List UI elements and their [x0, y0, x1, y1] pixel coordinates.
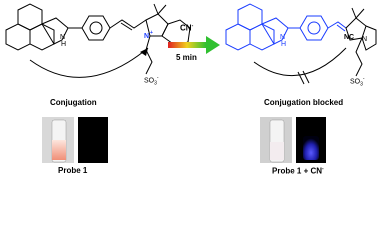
right-nh-h: H — [281, 41, 287, 48]
right-nc: NC — [344, 34, 355, 41]
right-sulfonate: SO3- — [350, 76, 365, 88]
left-vial-photo — [42, 117, 108, 163]
left-molecule — [5, 3, 191, 75]
right-probe-label: Probe 1 + CN- — [272, 166, 324, 176]
right-indoline — [345, 7, 377, 77]
left-n-charge: + — [150, 30, 153, 36]
left-nh-h: H — [61, 41, 67, 48]
left-nh-n: N — [60, 34, 66, 41]
right-caption: Conjugation blocked — [264, 98, 344, 107]
right-n: N — [362, 36, 368, 43]
left-probe-label: Probe 1 — [58, 166, 88, 175]
curved-conjugation-arrow-icon — [29, 47, 149, 78]
left-caption: Conjugation — [50, 98, 97, 107]
block-mark-icon — [297, 71, 305, 85]
gradient-reaction-arrow-icon — [168, 36, 220, 54]
reaction-time: 5 min — [176, 53, 197, 62]
left-sulfonate: SO3- — [144, 75, 159, 87]
reagent-label: CN- — [180, 23, 194, 33]
curved-blocked-arrow-icon — [253, 47, 347, 76]
arrowhead-icon — [140, 48, 148, 56]
left-n-plus: N — [144, 33, 150, 40]
block-mark-icon — [302, 70, 310, 84]
right-nh-n: N — [280, 34, 286, 41]
right-molecule — [225, 3, 347, 51]
reaction-scheme — [5, 3, 377, 163]
right-vial-photo — [260, 117, 326, 163]
